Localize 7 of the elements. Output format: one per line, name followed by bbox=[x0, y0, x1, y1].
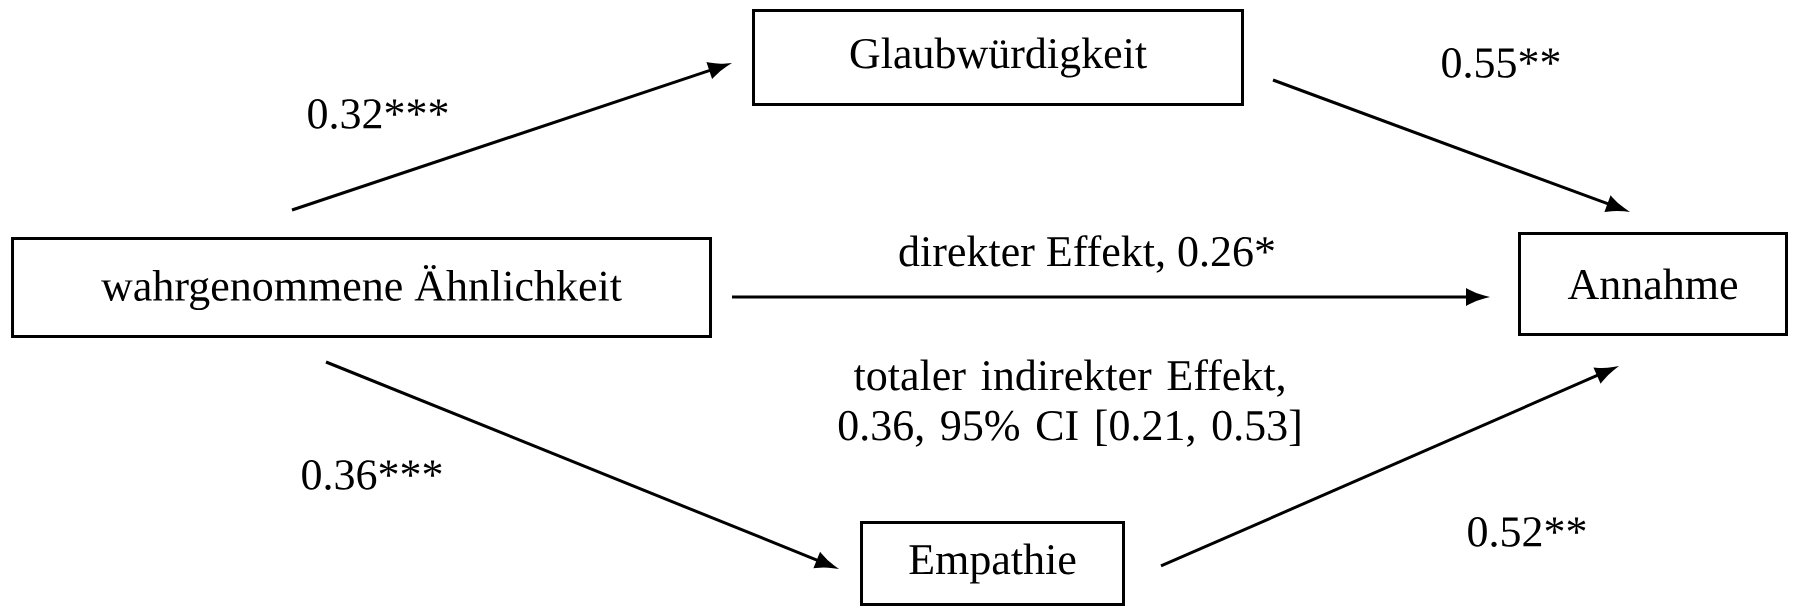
variable-box: wahrgenommene Ähnlichkeit bbox=[11, 237, 712, 338]
edge-label: 0.55** bbox=[1438, 46, 1564, 80]
edge-label: direkter Effekt, 0.26* bbox=[896, 233, 1278, 275]
variable-box: Glaubwürdigkeit bbox=[752, 9, 1244, 106]
effect-note: totaler indirekter Effekt, 0.36, 95% CI [0.21, 0.53] bbox=[838, 359, 1300, 447]
variable-box: Empathie bbox=[860, 521, 1125, 606]
variable-box: Annahme bbox=[1518, 232, 1788, 336]
